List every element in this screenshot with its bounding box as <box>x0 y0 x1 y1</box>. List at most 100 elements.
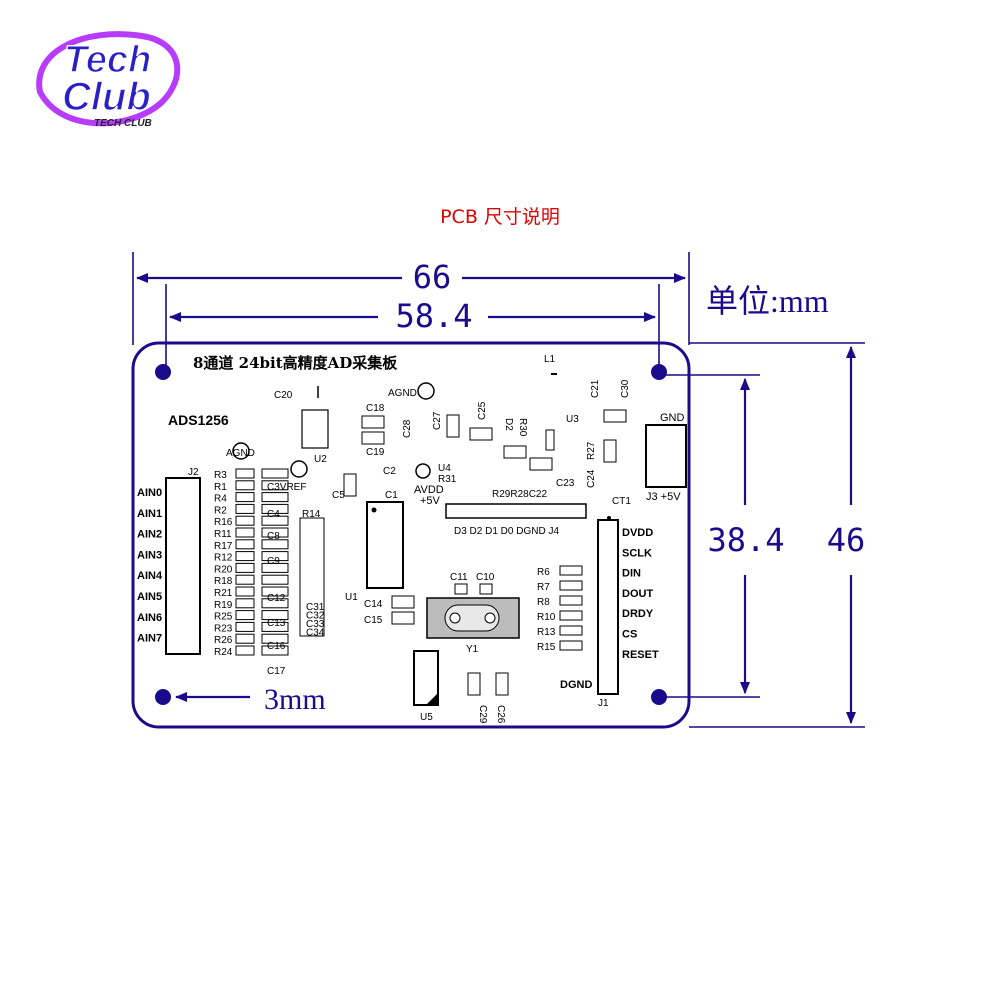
resistor-pad <box>559 640 583 651</box>
r14-label: R14 <box>302 509 321 520</box>
c1-label: C1 <box>385 490 398 501</box>
resistor-label: R23 <box>214 623 233 634</box>
capacitor-label: C33 <box>306 619 325 630</box>
c29-pad <box>467 672 481 696</box>
c30-label: C30 <box>620 379 631 398</box>
resistor-pad <box>559 625 583 636</box>
l1-label: L1 <box>544 354 556 365</box>
ct1-label: CT1 <box>612 496 631 507</box>
offset-3mm-label: 3mm <box>264 683 326 716</box>
r30-label: R30 <box>517 418 528 437</box>
c26-pad <box>495 672 509 696</box>
j1-pin1-dot <box>607 516 611 520</box>
mounting-hole <box>651 364 667 380</box>
u2-chip <box>301 409 329 449</box>
resistor-pad <box>235 633 255 644</box>
right-pads <box>559 565 583 651</box>
resistor-pad <box>235 480 255 491</box>
resistor-pad <box>261 645 289 656</box>
resistor-label: R1 <box>214 482 227 493</box>
resistor-pad <box>261 586 289 597</box>
c29-label: C29 <box>477 705 488 724</box>
resistor-pad <box>559 565 583 576</box>
u2-label: U2 <box>314 454 327 465</box>
c5-pad <box>343 473 357 497</box>
c14-label: C14 <box>364 599 383 610</box>
u3-chip <box>545 429 555 451</box>
u1-pin1-dot <box>371 507 377 513</box>
j4-header <box>445 503 587 519</box>
capacitor-label: C8 <box>267 531 280 542</box>
j3-connector <box>645 424 687 488</box>
resistor-label: R21 <box>214 588 233 599</box>
resistor-label: R13 <box>537 627 556 638</box>
analog-input-label: AIN5 <box>137 591 162 603</box>
height-46-label: 46 <box>827 521 866 559</box>
c15-label: C15 <box>364 615 383 626</box>
j2-connector <box>165 477 201 655</box>
resistor-pad <box>235 598 255 609</box>
resistor-pad <box>261 492 289 503</box>
resistor-label: R7 <box>537 582 550 593</box>
c10-pad <box>479 583 493 595</box>
c18-pad <box>361 415 385 429</box>
resistor-label: R4 <box>214 494 227 505</box>
resistor-pad <box>559 580 583 591</box>
j3-plus5v-label: J3 +5V <box>646 491 681 503</box>
board-title: 8通道 24bit高精度AD采集板 <box>193 354 398 372</box>
c11-label: C11 <box>450 572 468 583</box>
resistor-label: R15 <box>537 642 556 653</box>
c15-pad <box>391 611 415 625</box>
resistor-pad <box>235 551 255 562</box>
c19-pad <box>361 431 385 445</box>
resistor-pad <box>261 503 289 514</box>
width-58-label: 58.4 <box>395 297 472 335</box>
c19-label: C19 <box>366 447 385 458</box>
mounting-hole <box>155 689 171 705</box>
resistor-label: R6 <box>537 567 550 578</box>
resistor-label: R25 <box>214 612 233 623</box>
avdd-value: +5V <box>420 495 441 507</box>
r27-pad <box>603 439 617 463</box>
c24-label: C24 <box>586 469 597 488</box>
capacitor-label: C4 <box>267 509 280 520</box>
mounting-hole <box>155 364 171 380</box>
resistor-label: R18 <box>214 576 233 587</box>
c25-pad <box>469 427 493 441</box>
digital-pin-label: DVDD <box>622 527 653 539</box>
vref-testpoint <box>290 460 308 478</box>
extension-lines <box>132 252 865 728</box>
resistor-label: R12 <box>214 553 233 564</box>
analog-input-label: AIN1 <box>137 508 162 520</box>
chip-label: ADS1256 <box>168 412 229 428</box>
r30-pad <box>503 445 527 459</box>
c10-label: C10 <box>476 572 495 583</box>
capacitor-label: C3VREF <box>267 482 306 493</box>
agnd-testpoint <box>417 382 435 400</box>
resistor-label: R3 <box>214 470 227 481</box>
r31-label: R31 <box>438 474 457 485</box>
c21-pad <box>603 409 627 423</box>
u3-label: U3 <box>566 414 579 425</box>
digital-pin-label: DIN <box>622 568 641 580</box>
u5-corner-mark <box>426 693 438 705</box>
resistor-label: R11 <box>214 529 232 540</box>
j2-label: J2 <box>188 467 199 478</box>
resistor-pad <box>235 562 255 573</box>
resistor-pad <box>235 645 255 656</box>
capacitor-label: C17 <box>267 666 286 677</box>
capacitor-label: C34 <box>306 628 325 639</box>
u1-chip <box>366 501 404 589</box>
resistor-pad <box>261 562 289 573</box>
j4-pin-labels: D3 D2 D1 D0 DGND J4 <box>454 526 559 537</box>
c20-label: C20 <box>274 390 293 401</box>
capacitor-label: C12 <box>267 593 286 604</box>
u5-label: U5 <box>420 712 433 723</box>
resistor-pad <box>235 574 255 585</box>
logo-tagline: TECH CLUB <box>94 118 152 129</box>
resistor-pad <box>235 621 255 632</box>
resistor-pad <box>261 515 289 526</box>
